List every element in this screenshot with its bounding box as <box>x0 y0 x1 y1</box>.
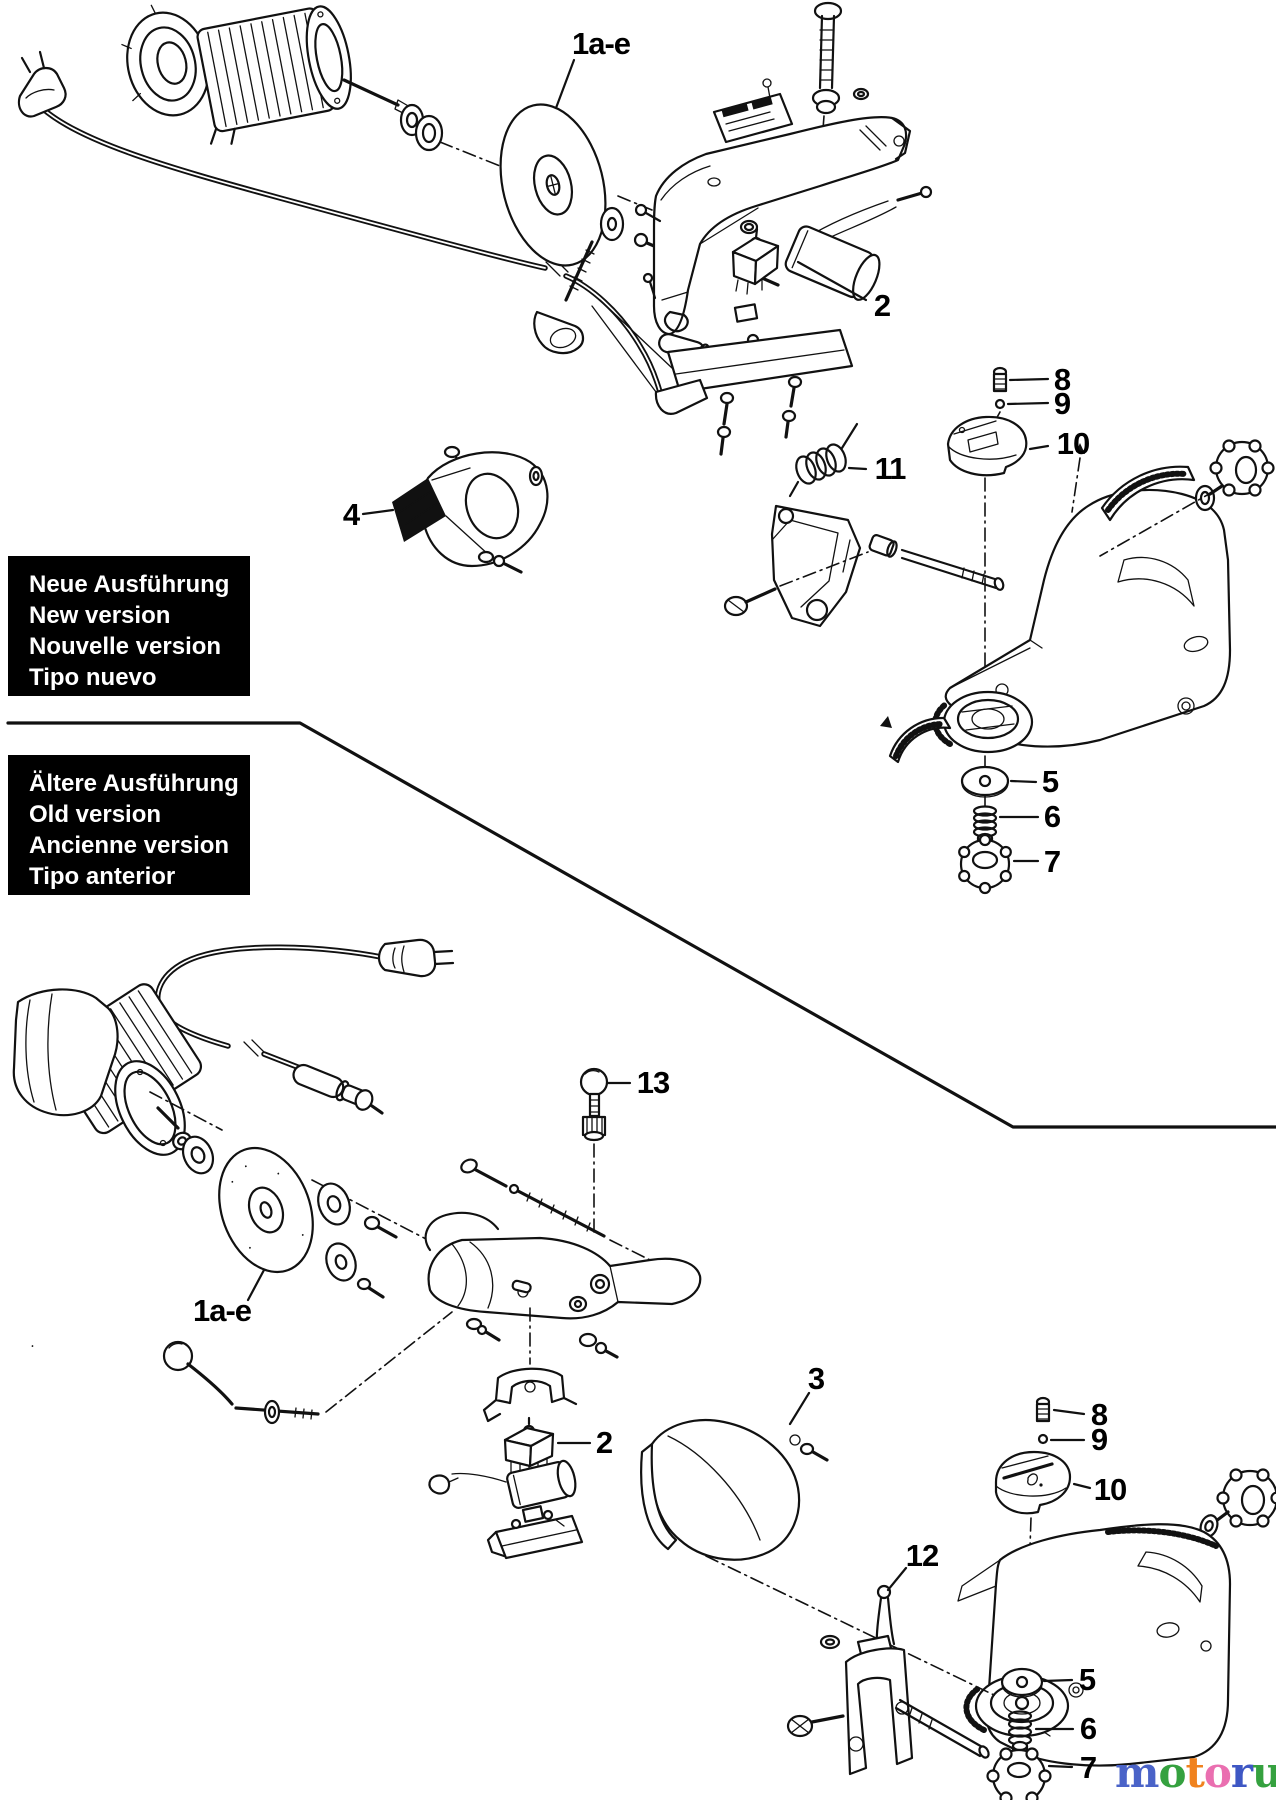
axis-line <box>439 141 501 167</box>
motor-illustration <box>12 983 203 1156</box>
part-label: 8 <box>1053 362 1071 397</box>
knurled-knob-illustration <box>986 1740 1052 1800</box>
set-screw-illustration <box>989 366 1008 431</box>
guard-bracket-illustration <box>392 445 549 574</box>
base-housing-illustration <box>705 1523 1232 1767</box>
housing-arm-illustration <box>652 116 912 336</box>
torsion-spring-illustration <box>788 422 859 498</box>
logo-letter: u <box>1252 1748 1276 1797</box>
cam-disc-illustration <box>946 415 1028 477</box>
compression-spring-illustration <box>972 805 998 838</box>
version-box-line: Old version <box>29 801 162 828</box>
base-housing-illustration <box>880 443 1232 764</box>
knurled-knob-illustration <box>958 832 1012 895</box>
motoruf-logo[interactable]: motoruf.de <box>1115 1748 1276 1797</box>
logo-letter: r <box>1230 1748 1253 1797</box>
part-label: 7 <box>1079 1750 1097 1785</box>
part-label: 2 <box>873 288 891 323</box>
part-label: 2 <box>595 1425 613 1460</box>
part-label: 9 <box>1053 386 1071 421</box>
part-label: 6 <box>1079 1711 1097 1746</box>
power-plug-illustration <box>377 938 455 978</box>
grinding-disc-illustration <box>31 1146 314 1347</box>
wire-clip-illustration <box>428 1474 459 1495</box>
part-label: 9 <box>1090 1422 1108 1457</box>
part-label: 5 <box>1041 764 1059 799</box>
power-cable-illustration <box>39 105 673 395</box>
axis-line <box>617 195 653 211</box>
version-box-line: Ancienne version <box>29 832 230 859</box>
adjusting-screw-illustration <box>579 1067 609 1233</box>
clamp-bracket-illustration <box>482 1307 578 1423</box>
part-label: 5 <box>1078 1662 1096 1697</box>
power-cable-illustration <box>155 944 389 1115</box>
part-label: 6 <box>1043 799 1061 834</box>
capacitor-illustration <box>451 1459 577 1509</box>
washer-illustration <box>960 755 1010 807</box>
version-box-line: Neue Ausführung <box>29 571 230 598</box>
leader-lines-lower <box>246 1081 1092 1769</box>
logo-letter: m <box>1115 1748 1159 1797</box>
part-label: 3 <box>807 1361 825 1396</box>
motor-illustration <box>121 4 411 145</box>
version-divider-line <box>6 721 1276 1129</box>
logo-letter: o <box>1203 1748 1232 1797</box>
version-box-line: Tipo nuevo <box>29 664 157 691</box>
clamping-washer-illustration <box>325 1242 385 1299</box>
power-plug-illustration <box>17 50 67 118</box>
grinding-disc-illustration <box>499 103 607 267</box>
cam-disc-illustration <box>994 1450 1072 1665</box>
switch-illustration <box>731 219 780 295</box>
logo-letter: o <box>1158 1748 1186 1797</box>
part-label: 11 <box>874 451 907 486</box>
version-box-line: New version <box>29 602 171 629</box>
set-screw-illustration <box>1035 1396 1051 1445</box>
pivot-bracket-illustration <box>723 504 1005 628</box>
version-box-line: Ältere Ausführung <box>29 770 239 797</box>
logo-letter: t <box>1185 1748 1204 1797</box>
axis-line <box>149 1091 429 1241</box>
housing-arm-illustration <box>424 1211 702 1359</box>
version-box-new: Neue Ausführung New version Nouvelle ver… <box>8 556 250 696</box>
bearing-washer-illustration <box>399 103 444 152</box>
part-label: 8 <box>1090 1397 1108 1432</box>
mounting-plate-illustration <box>486 1505 584 1560</box>
part-label: 10 <box>1093 1472 1127 1507</box>
capacitor-illustration <box>784 185 933 301</box>
leader-lines-upper <box>361 58 1050 863</box>
disc-flange-illustration <box>172 1131 215 1175</box>
washer-illustration <box>1000 1667 1044 1698</box>
part-label: 1a-e <box>192 1293 252 1328</box>
part-label: 4 <box>342 497 360 532</box>
mounting-plate-illustration <box>654 303 854 456</box>
version-box-old: Ältere Ausführung Old version Ancienne v… <box>8 755 250 895</box>
version-box-line: Nouvelle version <box>29 633 222 660</box>
clamping-knob-illustration <box>1208 439 1275 497</box>
rating-plate-illustration <box>712 78 794 144</box>
part-label: 12 <box>905 1538 939 1573</box>
clamping-knob-illustration <box>1123 1468 1276 1569</box>
cone-knob-illustration <box>533 240 595 355</box>
blade-guard-illustration <box>640 1418 829 1561</box>
motoruf-logo-word: motoruf <box>1115 1748 1276 1797</box>
part-label: 7 <box>1043 844 1061 879</box>
part-label: 13 <box>636 1065 670 1100</box>
version-box-line: Tipo anterior <box>29 863 176 890</box>
washer-screw-illustration <box>317 1182 398 1239</box>
switch-illustration <box>503 1416 555 1477</box>
part-label: 10 <box>1056 426 1090 461</box>
clevis-bracket-illustration <box>786 1634 990 1776</box>
handle-lever-illustration <box>162 1311 453 1425</box>
part-label: 1a-e <box>571 26 631 61</box>
compression-spring-illustration <box>1007 1710 1033 1746</box>
